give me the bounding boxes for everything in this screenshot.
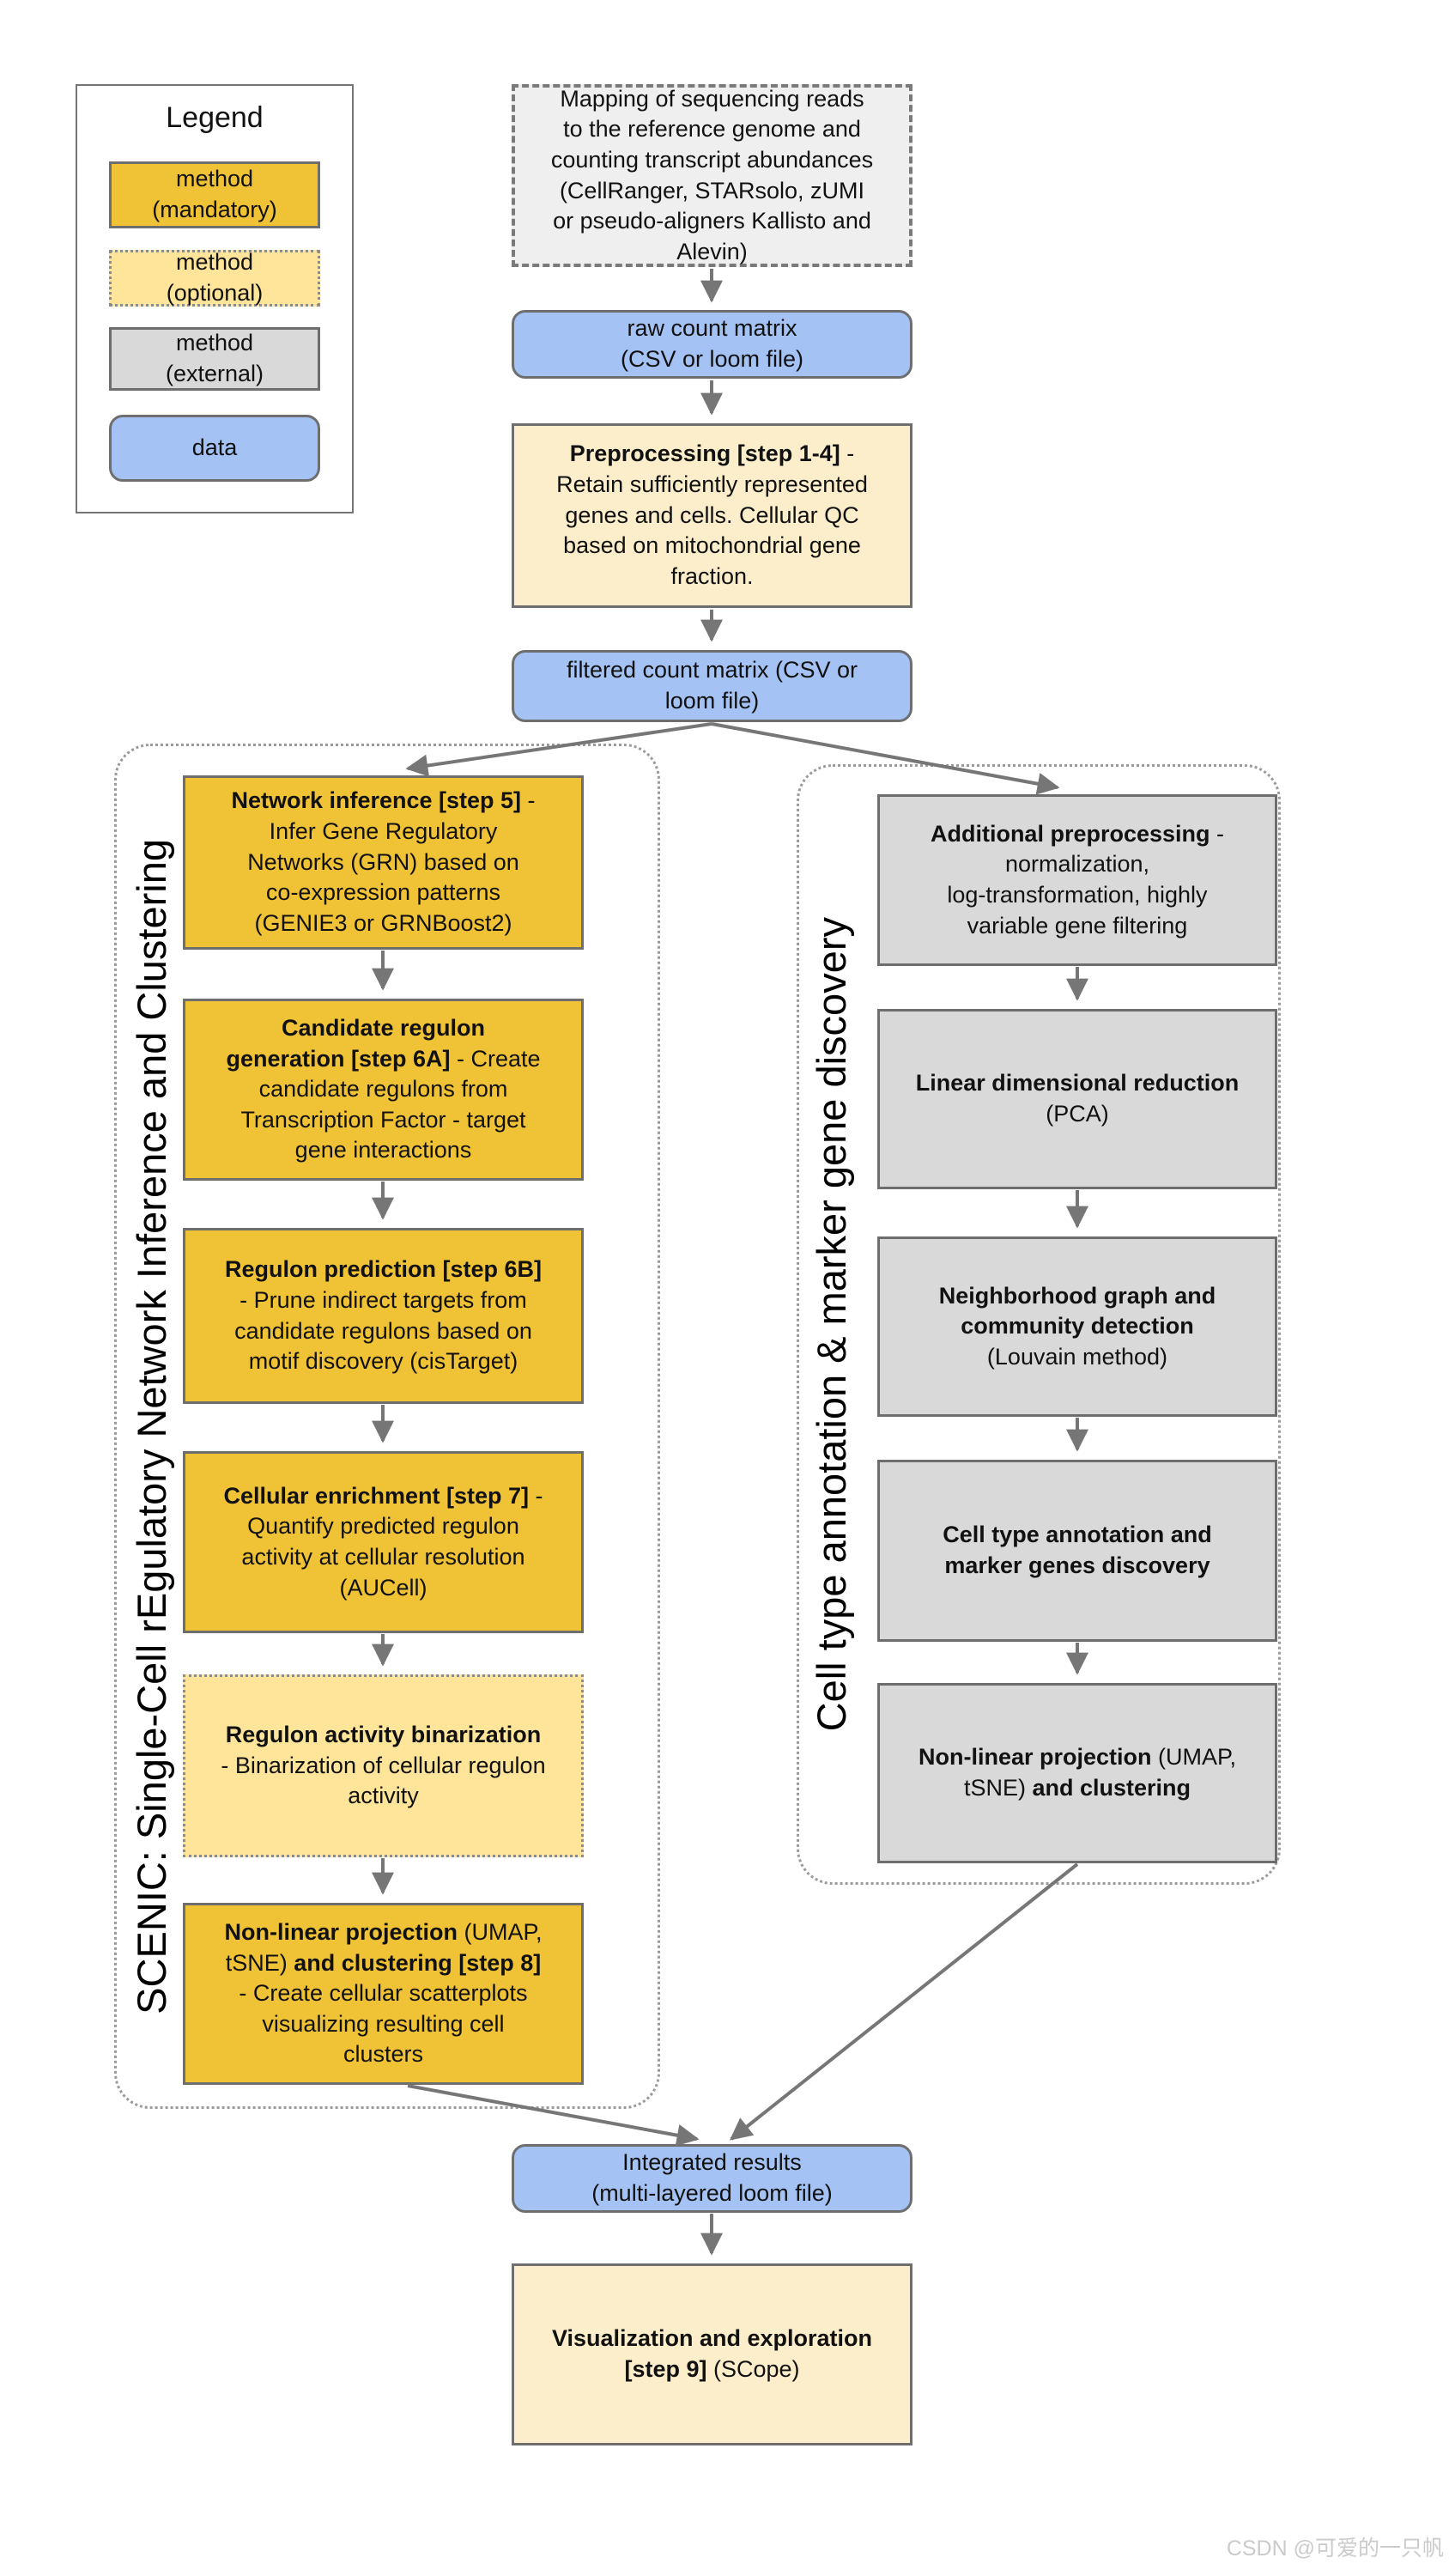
node-network-inference: Network inference [step 5] -Infer Gene R… (183, 775, 584, 950)
node-linear-dimensional-reduction: Linear dimensional reduction(PCA) (877, 1009, 1277, 1189)
group-scenic-label-wrap: SCENIC: Single-Cell rEgulatory Network I… (114, 744, 188, 2109)
edge-celltype-to-integrated (729, 1862, 1079, 2141)
legend-item-data: data (109, 415, 320, 482)
node-integrated-results: Integrated results(multi-layered loom fi… (512, 2144, 912, 2213)
node-nonlinear-projection-clustering-right: Non-linear projection (UMAP,tSNE) and cl… (877, 1683, 1277, 1863)
legend-item-method-optional: method(optional) (109, 249, 320, 307)
node-visualization-exploration: Visualization and exploration[step 9] (S… (512, 2263, 912, 2445)
group-celltype-label-wrap: Cell type annotation & marker gene disco… (797, 764, 865, 1885)
node-regulon-prediction: Regulon prediction [step 6B]- Prune indi… (183, 1228, 584, 1404)
node-regulon-activity-binarization: Regulon activity binarization- Binarizat… (183, 1674, 584, 1857)
node-cellular-enrichment: Cellular enrichment [step 7] -Quantify p… (183, 1451, 584, 1633)
legend-item-method-mandatory: method(mandatory) (109, 161, 320, 228)
legend-item-method-external: method(external) (109, 327, 320, 391)
legend-title: Legend (166, 101, 264, 134)
node-raw-count-matrix: raw count matrix(CSV or loom file) (512, 310, 912, 379)
group-scenic-label: SCENIC: Single-Cell rEgulatory Network I… (128, 838, 174, 2014)
node-preprocessing: Preprocessing [step 1-4] -Retain suffici… (512, 423, 912, 608)
node-nonlinear-projection-clustering-scenic: Non-linear projection (UMAP,tSNE) and cl… (183, 1903, 584, 2085)
watermark: CSDN @可爱的一只帆 (1226, 2537, 1444, 2561)
group-celltype-label: Cell type annotation & marker gene disco… (808, 917, 854, 1732)
node-additional-preprocessing: Additional preprocessing -normalization,… (877, 794, 1277, 966)
group-scenic-container (114, 744, 660, 2109)
